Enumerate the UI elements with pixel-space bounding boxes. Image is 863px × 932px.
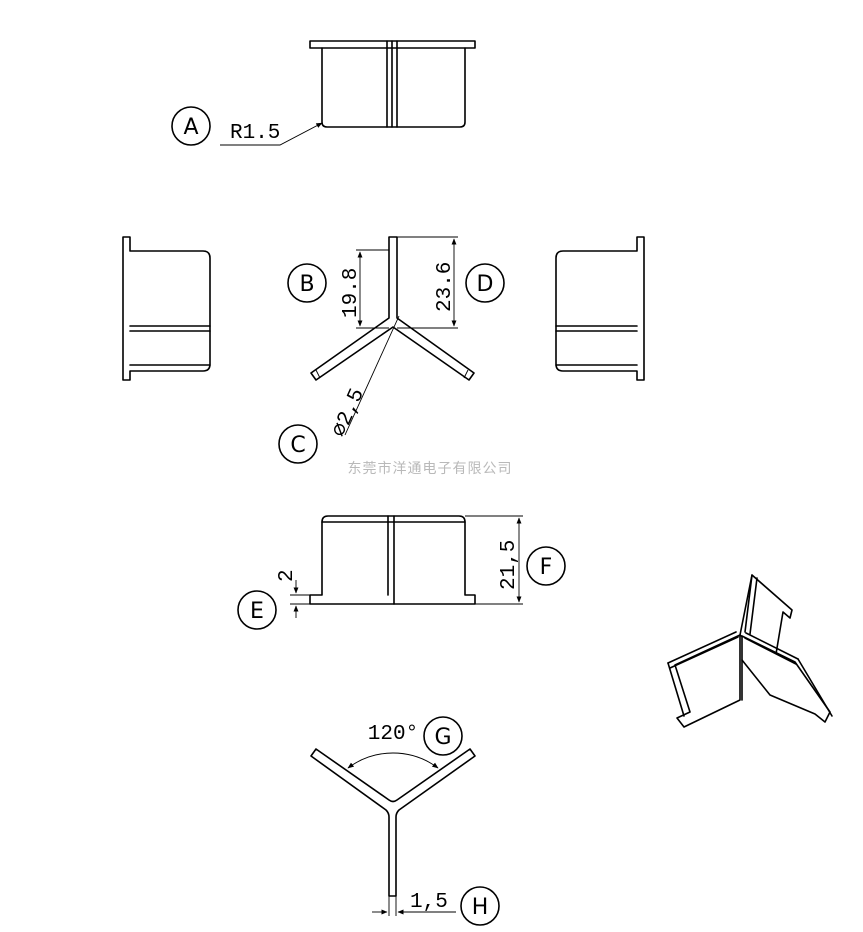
- callout-e-label: E: [250, 599, 264, 624]
- y-bottom-view: [310, 748, 476, 916]
- callout-e: E: [237, 590, 277, 630]
- watermark: 东莞市洋通电子有限公司: [348, 460, 513, 477]
- callout-b: B: [287, 263, 327, 303]
- callout-h: H: [460, 886, 500, 926]
- front-view: [290, 515, 523, 618]
- isometric-view: [667, 574, 833, 728]
- dim-thickness: 1,5: [410, 891, 448, 914]
- top-view: [220, 40, 476, 146]
- callout-c-label: C: [290, 433, 305, 458]
- callout-g: G: [423, 716, 463, 756]
- dim-flange: 2: [276, 569, 299, 582]
- callout-c: C: [278, 424, 318, 464]
- dim-hole-diameter: ⌀2,5: [328, 385, 370, 440]
- callout-g-label: G: [434, 725, 451, 750]
- right-side-view: [555, 236, 645, 381]
- callout-d: D: [465, 263, 505, 303]
- dim-radius: R1.5: [230, 122, 280, 145]
- callout-a: A: [171, 106, 211, 146]
- left-side-view: [122, 236, 211, 381]
- callout-a-label: A: [183, 115, 198, 140]
- callout-h-label: H: [472, 895, 489, 920]
- callout-d-label: D: [477, 272, 494, 297]
- dim-height-inner: 19.8: [340, 268, 363, 318]
- dim-angle: 120°: [368, 723, 418, 746]
- dim-side-height: 21,5: [498, 540, 521, 590]
- callout-b-label: B: [299, 272, 314, 297]
- callout-f: F: [526, 546, 566, 586]
- callout-f-label: F: [540, 555, 553, 580]
- y-plan-view: [310, 236, 475, 436]
- dim-height-outer: 23.6: [434, 262, 457, 312]
